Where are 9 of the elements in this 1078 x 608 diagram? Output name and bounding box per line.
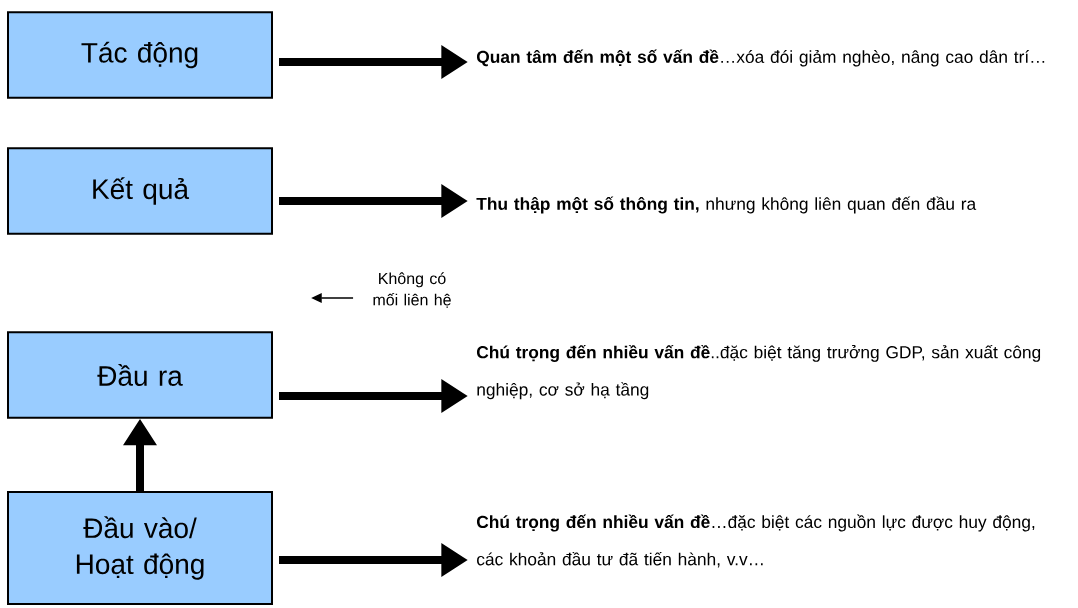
process-box: Đầu vào/ Hoạt động [7,491,273,605]
description-text: Thu thập một số thông tin, nhưng không liên quan đến đầu ra [476,196,977,214]
process-box: Tác động [7,11,273,99]
description-text: Quan tâm đến một số vấn đề…xóa đói giảm nghèo, nâng cao dân trí… [477,49,1045,67]
description-text: Chú trọng đến nhiều vấn đề..đặc biệt tăng trưởng GDP, sản xuất công nghiệp, cơ sở hạ tầng [477,344,1041,400]
description-text: Chú trọng đến nhiều vấn đề…đặc biệt các nguồn lực được huy động, các khoản đầu tư đã tiến hành, v.v… [477,514,1035,568]
process-box: Đầu ra [7,331,273,419]
note-text: Không có mối liên hệ [373,272,451,308]
process-box: Kết quả [7,147,273,235]
